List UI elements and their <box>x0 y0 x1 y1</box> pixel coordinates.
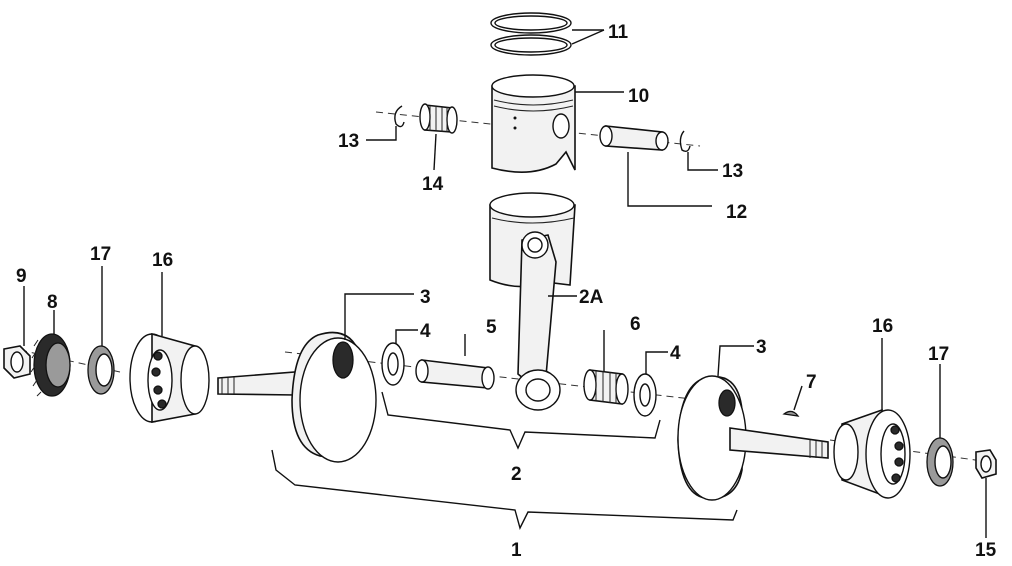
woodruff-key <box>782 410 800 417</box>
label-16-left: 16 <box>152 250 173 271</box>
part-labels: 1 2 2A 3 3 4 4 5 6 7 8 9 10 11 12 13 13 … <box>16 22 997 561</box>
label-6: 6 <box>630 314 641 335</box>
label-4-right: 4 <box>670 343 681 364</box>
drive-gear <box>30 333 71 397</box>
thrust-washers <box>381 342 657 417</box>
label-9: 9 <box>16 266 27 287</box>
label-10: 10 <box>628 86 649 107</box>
label-13-left: 13 <box>338 131 359 152</box>
label-8: 8 <box>47 292 58 313</box>
label-17-right: 17 <box>928 344 949 365</box>
label-2: 2 <box>511 464 522 485</box>
bracket-group-1 <box>271 449 738 530</box>
piston-rings <box>490 12 572 56</box>
left-crank-half <box>217 331 377 463</box>
crank-pin <box>415 359 495 390</box>
label-17-left: 17 <box>90 244 111 265</box>
small-end-bearing <box>419 103 458 134</box>
label-15: 15 <box>975 540 997 561</box>
circlips <box>394 105 691 153</box>
piston-conrod-assembly <box>489 192 576 411</box>
label-13-right: 13 <box>722 161 743 182</box>
nuts <box>3 345 997 479</box>
label-16-right: 16 <box>872 316 893 337</box>
piston <box>491 74 576 173</box>
right-main-bearing <box>833 408 911 499</box>
label-12: 12 <box>726 202 747 223</box>
left-main-bearing <box>129 332 210 423</box>
label-3-left: 3 <box>420 287 431 308</box>
right-crank-half <box>677 375 829 501</box>
piston-pin <box>599 125 669 151</box>
label-11: 11 <box>608 22 629 43</box>
big-end-bearing <box>583 369 629 405</box>
label-1: 1 <box>511 540 522 561</box>
label-5: 5 <box>486 317 497 338</box>
label-7: 7 <box>806 372 817 393</box>
leader-lines <box>23 29 987 538</box>
label-2a: 2A <box>579 287 604 308</box>
label-4-left: 4 <box>420 321 431 342</box>
label-14: 14 <box>422 174 444 195</box>
oil-seals <box>87 345 954 487</box>
bracket-group-2 <box>381 391 661 450</box>
label-3-right: 3 <box>756 337 767 358</box>
